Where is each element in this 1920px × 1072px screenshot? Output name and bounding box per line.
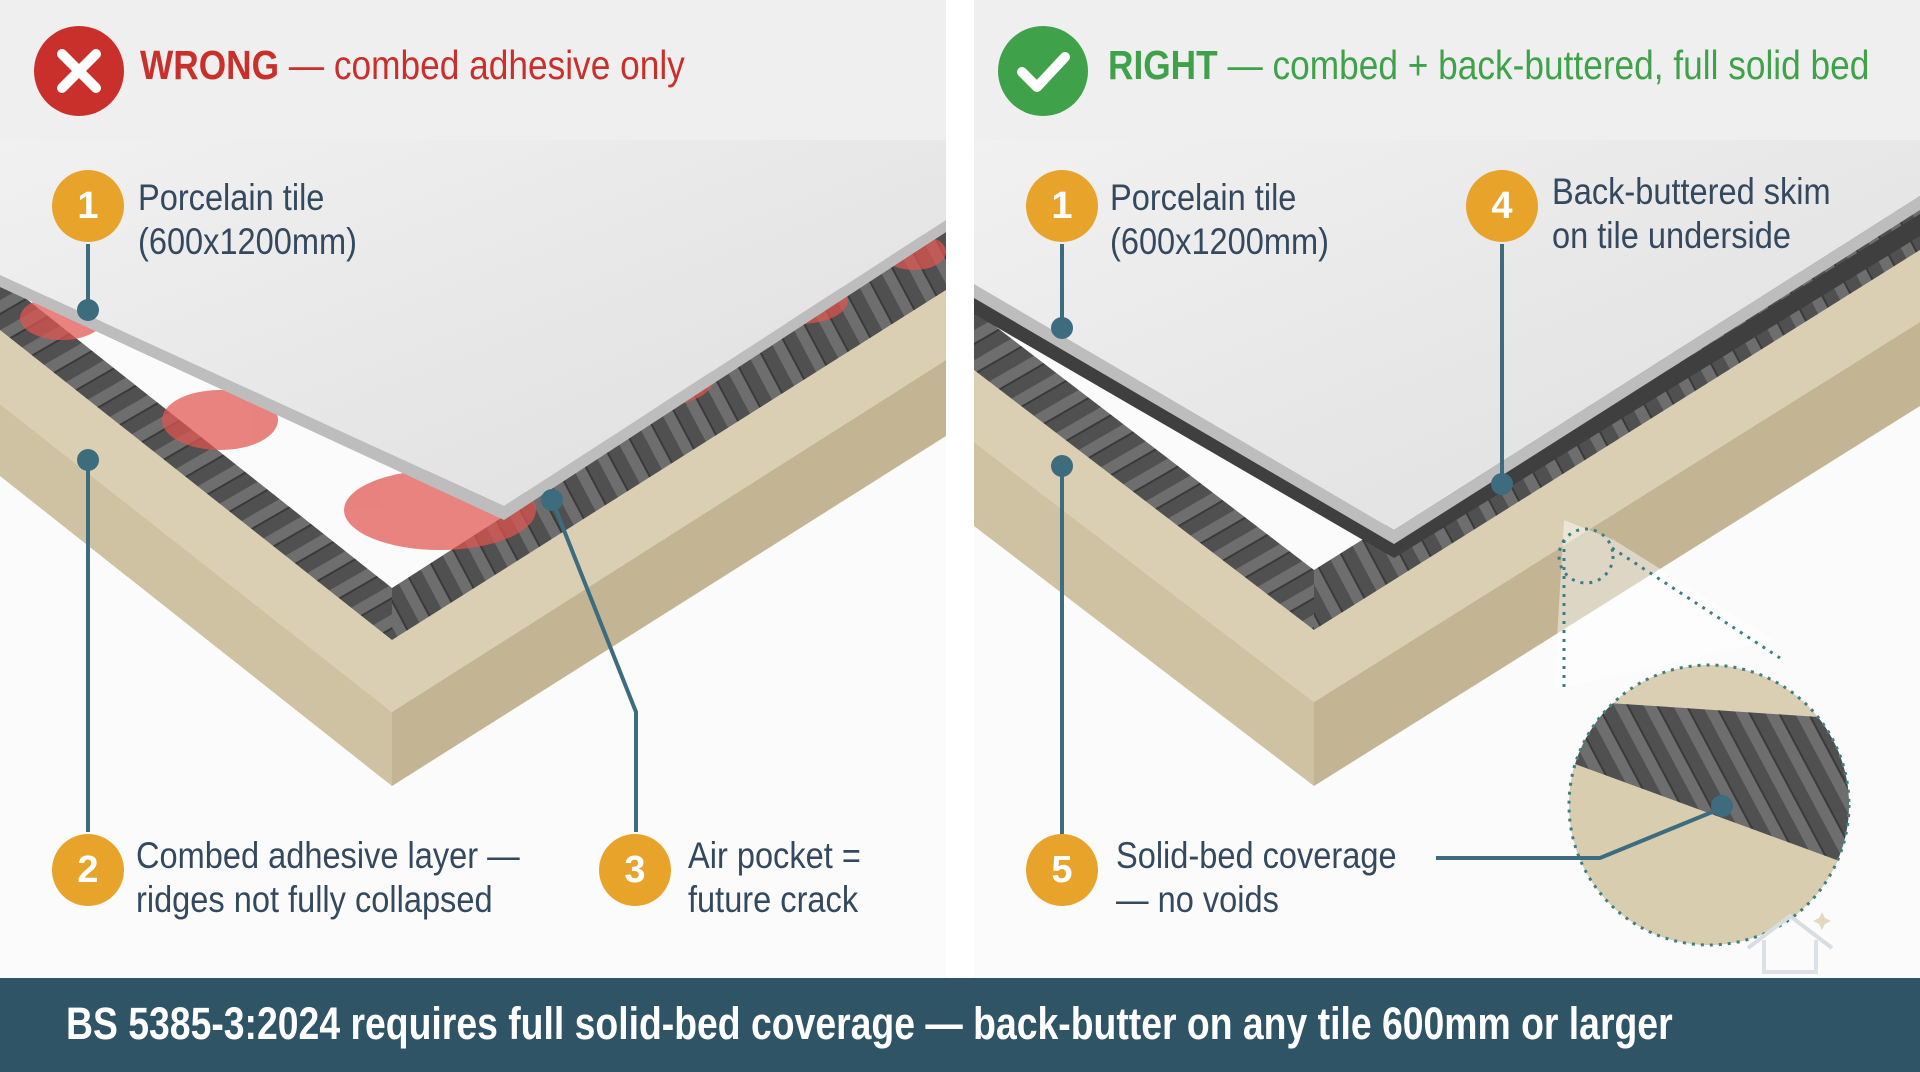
substrate-left-face <box>0 404 392 786</box>
callout-5-badge: 5 <box>1026 834 1098 906</box>
callout-3-line-2: future crack <box>688 879 859 920</box>
footer-text: BS 5385-3:2024 requires full solid-bed c… <box>66 998 1673 1049</box>
right-title-rest: — combed + back-buttered, full solid bed <box>1217 42 1870 88</box>
callout-5-line-1: Solid-bed coverage <box>1116 835 1397 876</box>
callout-3-line-1: Air pocket = <box>688 835 861 876</box>
callout-1-label: Porcelain tile (600x1200mm) <box>138 176 357 264</box>
right-callout-1-line-2: (600x1200mm) <box>1110 221 1329 262</box>
tile-edge <box>0 220 946 520</box>
callout-4-line-2: on tile underside <box>1552 215 1791 256</box>
zoom-inset-detail <box>1569 665 1849 945</box>
callout-2-line-1: Combed adhesive layer — <box>136 835 520 876</box>
porcelain-tile <box>0 140 946 506</box>
callout-4-badge: 4 <box>1466 170 1538 242</box>
wrong-title-rest: — combed adhesive only <box>279 42 685 88</box>
right-tile-cross-section-illustration <box>974 140 1920 947</box>
right-callout-1-badge: 1 <box>1026 170 1098 242</box>
callout-1-line-2: (600x1200mm) <box>138 221 357 262</box>
footer-banner: BS 5385-3:2024 requires full solid-bed c… <box>0 978 1920 1072</box>
right-panel: RIGHT — combed + back-buttered, full sol… <box>974 0 1920 978</box>
house-logo-watermark <box>1746 912 1834 974</box>
zoom-inset-frame <box>1567 663 1851 947</box>
zoom-cone <box>1554 520 1774 690</box>
wrong-tile-cross-section-illustration <box>0 140 946 832</box>
panel-divider <box>946 0 974 978</box>
callout-4-line-1: Back-buttered skim <box>1552 171 1831 212</box>
wrong-title-strong: WRONG <box>140 42 280 88</box>
check-icon <box>998 26 1088 116</box>
adhesive-bed-left <box>974 310 1314 630</box>
callout-2-label: Combed adhesive layer — ridges not fully… <box>136 834 520 922</box>
porcelain-tile <box>974 140 1920 530</box>
right-header: RIGHT — combed + back-buttered, full sol… <box>974 0 1920 140</box>
callout-2-line-2: ridges not fully collapsed <box>136 879 493 920</box>
substrate-left-face <box>974 442 1314 786</box>
right-title: RIGHT — combed + back-buttered, full sol… <box>1108 42 1869 89</box>
wrong-title: WRONG — combed adhesive only <box>140 42 685 89</box>
callout-4-label: Back-buttered skim on tile underside <box>1552 170 1831 258</box>
wrong-header: WRONG — combed adhesive only <box>0 0 946 140</box>
right-callout-1-line-1: Porcelain tile <box>1110 177 1297 218</box>
callout-5-label: Solid-bed coverage — no voids <box>1116 834 1397 922</box>
callout-5-line-2: — no voids <box>1116 879 1279 920</box>
substrate-right-face <box>1314 322 1920 786</box>
substrate-right-face <box>392 360 946 786</box>
right-callout-1-label: Porcelain tile (600x1200mm) <box>1110 176 1329 264</box>
adhesive-bed-left <box>0 278 392 640</box>
callout-3-label: Air pocket = future crack <box>688 834 861 922</box>
callout-1-line-1: Porcelain tile <box>138 177 325 218</box>
right-title-strong: RIGHT <box>1108 42 1218 88</box>
callout-3-badge: 3 <box>599 834 671 906</box>
cross-icon <box>34 26 124 116</box>
substrate-top <box>0 290 946 712</box>
wrong-panel: WRONG — combed adhesive only 1 Porcelain… <box>0 0 946 978</box>
substrate-top <box>974 250 1920 702</box>
callout-1-badge: 1 <box>52 170 124 242</box>
adhesive-bed-right <box>392 232 946 640</box>
callout-2-badge: 2 <box>52 834 124 906</box>
